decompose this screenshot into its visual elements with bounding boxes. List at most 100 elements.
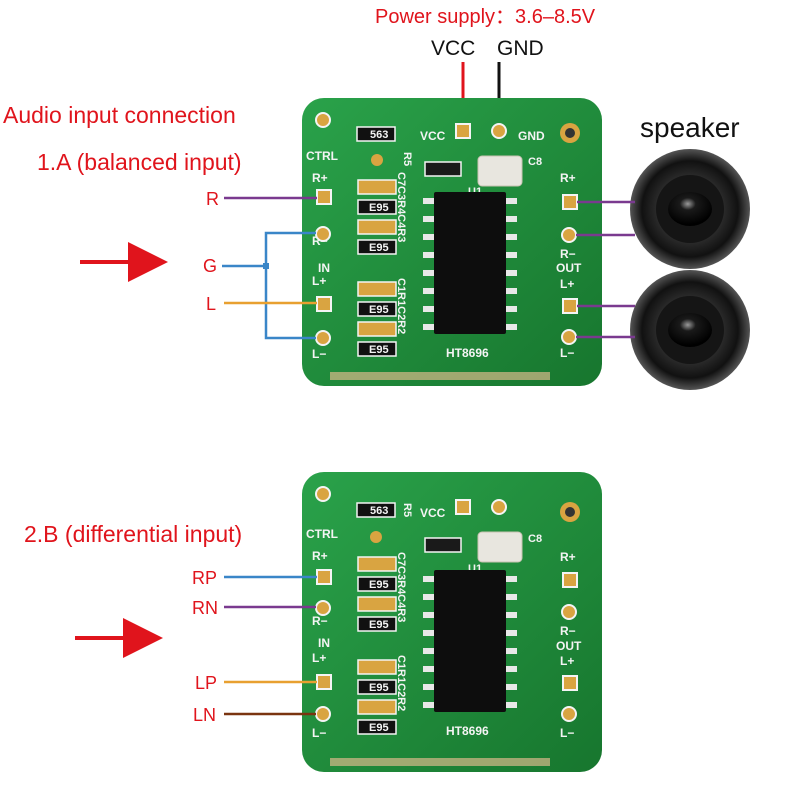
resistor-icon: [357, 341, 397, 357]
capacitor-icon: [357, 219, 397, 235]
pad-out-l-plus-icon: [562, 298, 578, 314]
speaker-top-icon: [630, 149, 750, 269]
pcb-edge: [330, 372, 550, 380]
board-gnd-label: GND: [518, 129, 545, 143]
l-plus-label: L+: [312, 651, 326, 665]
r5-label: R5: [401, 152, 413, 166]
resistor-icon: [357, 199, 397, 215]
resistor-code-label: E95: [369, 579, 389, 591]
input-lp-label: LP: [195, 673, 217, 693]
out-l-minus-label: L−: [560, 726, 574, 740]
pad-out-r-minus-icon: [561, 604, 577, 620]
resistor-icon: [357, 616, 397, 632]
pad-out-r-plus-icon: [562, 194, 578, 210]
r-plus-label: R+: [312, 549, 328, 563]
input-rp-label: RP: [192, 568, 217, 588]
capacitor-icon: [357, 659, 397, 675]
section-a-subtitle: 1.A (balanced input): [37, 149, 242, 175]
section-b-title: 2.B (differential input): [24, 521, 242, 547]
resistor-code-label: E95: [369, 619, 389, 631]
pcb-edge: [330, 758, 550, 766]
in-label: IN: [318, 636, 330, 650]
resistor-icon: [357, 239, 397, 255]
wire-g-branch: [264, 231, 316, 340]
resistor-code-label: E95: [369, 242, 389, 254]
resistor-code-label: E95: [369, 344, 389, 356]
r-minus-label: R−: [312, 614, 328, 628]
l-minus-label: L−: [312, 726, 326, 740]
pad-l-minus-icon: [315, 706, 331, 722]
pad-r-minus-icon: [315, 226, 331, 242]
pad-gnd-icon: [491, 499, 507, 515]
c1r1c2r2-label: C1R1C2R2: [395, 655, 407, 711]
pad-vcc-icon: [455, 123, 471, 139]
l-minus-label: L−: [312, 347, 326, 361]
resistor-code-label: 563: [370, 505, 388, 517]
c7c3r4c4r3-label: C7C3R4C4R3: [395, 552, 407, 622]
out-l-minus-label: L−: [560, 346, 574, 360]
mount-hole-icon: [565, 128, 575, 138]
out-l-plus-label: L+: [560, 654, 574, 668]
board-b: CTRL VCC R+ R− IN L+ L− R+ R− OUT L+ L− …: [302, 472, 602, 772]
c1r1c2r2-label: C1R1C2R2: [395, 278, 407, 334]
out-label: OUT: [556, 261, 582, 275]
mount-hole-icon: [315, 112, 331, 128]
out-l-plus-label: L+: [560, 277, 574, 291]
board-vcc-label: VCC: [420, 506, 446, 520]
c7c3r4c4r3-label: C7C3R4C4R3: [395, 172, 407, 242]
resistor-r5-icon: [356, 502, 396, 518]
ctrl-label: CTRL: [306, 527, 338, 541]
mount-hole-icon: [315, 486, 331, 502]
pad-r-plus-icon: [316, 569, 332, 585]
input-l-label: L: [206, 294, 216, 314]
input-ln-label: LN: [193, 705, 216, 725]
input-r-label: R: [206, 189, 219, 209]
speaker-bottom-icon: [630, 270, 750, 390]
capacitor-icon: [357, 321, 397, 337]
ctrl-label: CTRL: [306, 149, 338, 163]
section-a-title: Audio input connection: [3, 102, 236, 128]
resistor-icon: [357, 576, 397, 592]
pad-r-minus-icon: [315, 600, 331, 616]
resistor-code-label: E95: [369, 304, 389, 316]
via-icon: [371, 154, 383, 166]
out-r-minus-label: R−: [560, 624, 576, 638]
resistor-icon: [357, 679, 397, 695]
mount-hole-icon: [565, 507, 575, 517]
via-icon: [370, 531, 382, 543]
resistor-icon: [357, 719, 397, 735]
pad-out-l-minus-icon: [561, 706, 577, 722]
pad-gnd-icon: [491, 123, 507, 139]
pad-l-plus-icon: [316, 674, 332, 690]
input-g-label: G: [203, 256, 217, 276]
c8-label: C8: [528, 156, 542, 168]
r5-label: R5: [401, 503, 413, 517]
pad-vcc-icon: [455, 499, 471, 515]
l-plus-label: L+: [312, 274, 326, 288]
resistor-code-label: E95: [369, 202, 389, 214]
component-icon: [424, 161, 462, 177]
r-plus-label: R+: [312, 171, 328, 185]
pad-r-plus-icon: [316, 189, 332, 205]
pad-l-minus-icon: [315, 330, 331, 346]
capacitor-icon: [357, 179, 397, 195]
capacitor-icon: [357, 281, 397, 297]
speaker-label: speaker: [640, 112, 740, 143]
out-r-plus-label: R+: [560, 171, 576, 185]
chip-name-label: HT8696: [446, 346, 489, 360]
resistor-r5-icon: [356, 126, 396, 142]
pad-out-l-plus-icon: [562, 675, 578, 691]
resistor-code-label: E95: [369, 722, 389, 734]
resistor-icon: [357, 301, 397, 317]
capacitor-c8-icon: [477, 155, 523, 187]
out-label: OUT: [556, 639, 582, 653]
power-supply-label: Power supply：3.6–8.5V: [375, 6, 596, 28]
capacitor-c8-icon: [477, 531, 523, 563]
in-label: IN: [318, 261, 330, 275]
out-r-minus-label: R−: [560, 247, 576, 261]
component-icon: [424, 537, 462, 553]
capacitor-icon: [357, 596, 397, 612]
resistor-code-label: E95: [369, 682, 389, 694]
capacitor-icon: [357, 556, 397, 572]
chip-name-label: HT8696: [446, 724, 489, 738]
